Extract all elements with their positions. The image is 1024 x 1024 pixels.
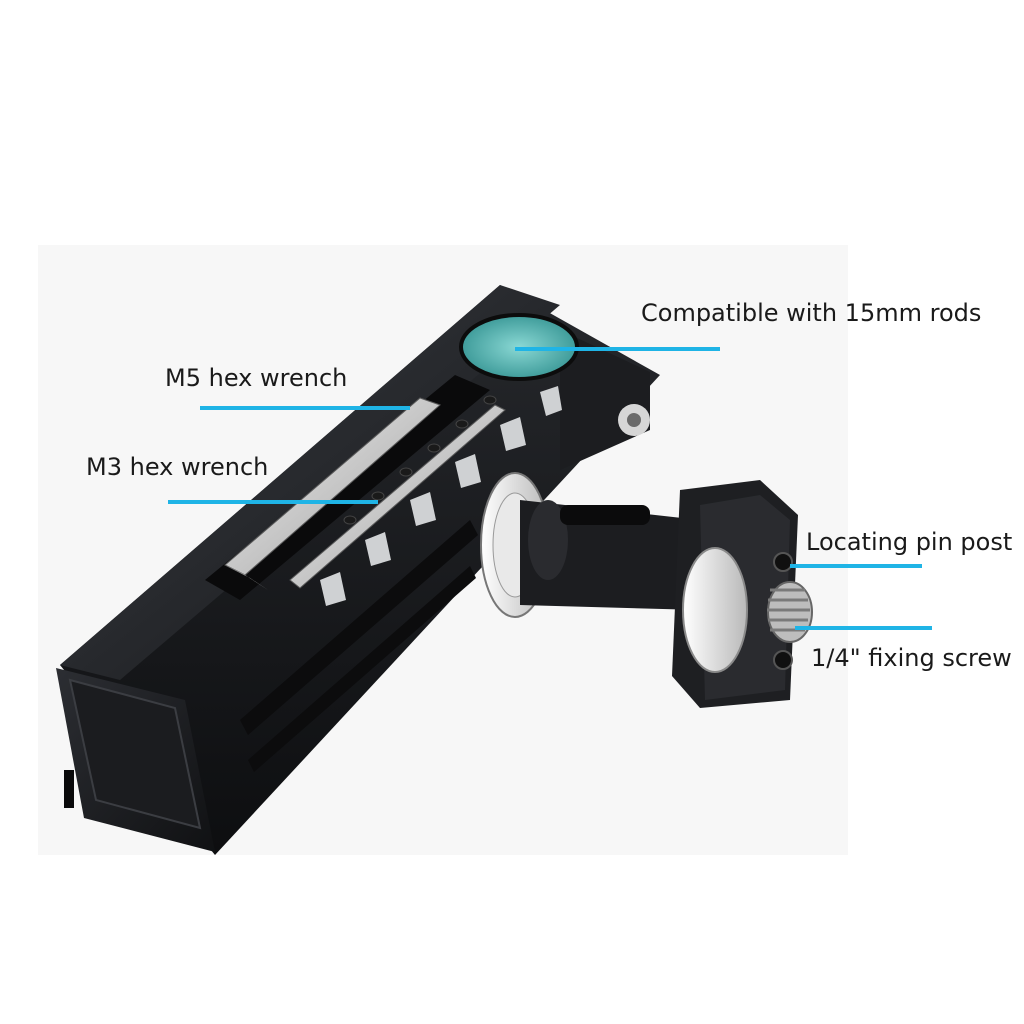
callout-m5-hex-wrench: M5 hex wrench <box>165 364 348 392</box>
callout-m3-hex-wrench: M3 hex wrench <box>86 453 269 481</box>
locating-pin-top <box>773 552 793 572</box>
callout-locating-pin: Locating pin post <box>806 528 1013 556</box>
fixing-screw <box>767 581 813 643</box>
side-arm <box>480 472 813 708</box>
callout-fixing-screw: 1/4" fixing screw <box>811 644 1012 672</box>
locating-pin-bottom <box>773 650 793 670</box>
slot-holes <box>343 395 497 525</box>
callout-rods: Compatible with 15mm rods <box>641 299 982 327</box>
m5-hex-wrench <box>224 397 441 590</box>
leader-lines <box>168 347 932 630</box>
m3-hex-wrench <box>289 404 506 589</box>
